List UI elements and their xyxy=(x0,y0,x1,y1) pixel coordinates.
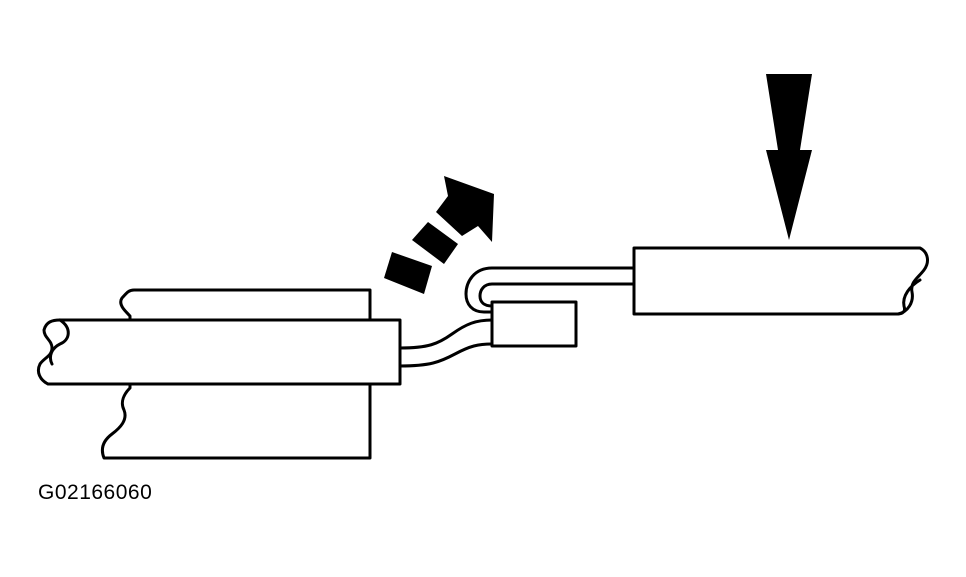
right-tube-break-line xyxy=(896,278,922,316)
arrow-up-right-icon xyxy=(384,176,494,294)
right-harness-tube xyxy=(632,246,929,316)
left-harness-tube xyxy=(36,318,402,386)
left-tube-break-line xyxy=(48,318,70,366)
connector-body xyxy=(490,300,578,348)
arrow-down-icon xyxy=(766,74,812,240)
figure-code-label: G02166060 xyxy=(38,481,153,504)
wire-lower xyxy=(398,342,494,368)
connector-lock-tab xyxy=(464,266,636,314)
wire-upper xyxy=(398,318,494,350)
